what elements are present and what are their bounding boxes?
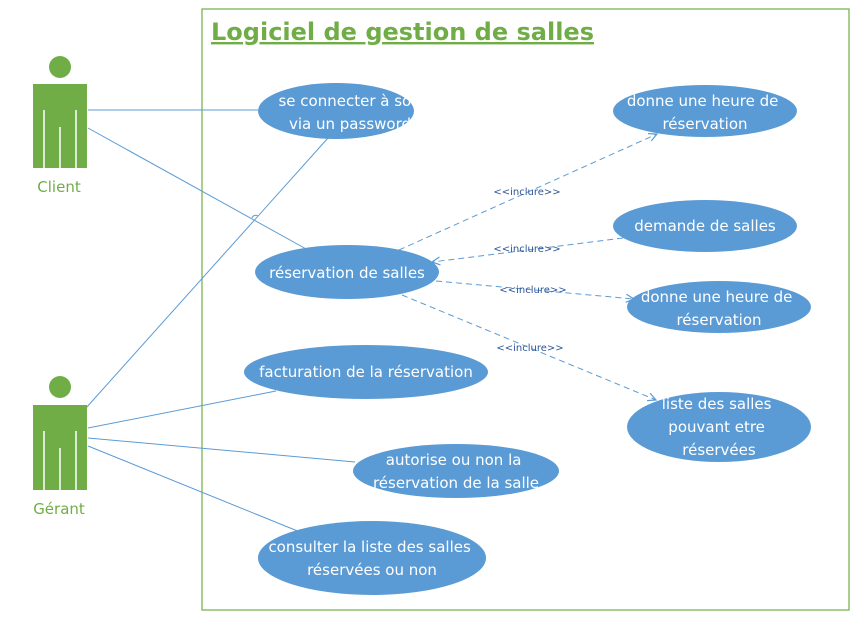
usecase-label: réservation de salles	[269, 264, 425, 282]
association-line	[85, 137, 329, 409]
usecase-shape	[613, 200, 797, 252]
usecase-shape	[627, 281, 811, 333]
association-line	[87, 445, 301, 533]
usecase-consulter[interactable]: consulter la liste des salles réservées …	[258, 521, 486, 595]
usecase-label-line: réservées ou non	[307, 561, 437, 579]
line-crossing-hop	[251, 214, 259, 219]
usecase-shape	[613, 85, 797, 137]
usecase-label-line: se connecter à son	[278, 92, 420, 110]
usecase-label-line: via un password	[289, 115, 411, 133]
actor-head	[49, 376, 71, 398]
usecase-label-line: donne une heure de	[627, 92, 779, 110]
usecase-label-line: réservées	[682, 441, 756, 459]
include-label: <<inclure>>	[493, 187, 560, 198]
include-relations: <<inclure>> <<inclure>> <<inclure>> <<inclu…	[398, 134, 657, 400]
include-label: <<inclure>>	[499, 285, 566, 296]
actor-gerant[interactable]: Gérant	[33, 376, 87, 518]
system-boundary	[201, 8, 850, 611]
usecase-shape	[258, 521, 486, 595]
actor-client[interactable]: Client	[33, 56, 87, 196]
usecase-label: se connecter à son via un password	[278, 92, 425, 133]
usecase-reservation[interactable]: réservation de salles	[255, 245, 439, 299]
actor-head	[49, 56, 71, 78]
association-line	[87, 437, 356, 463]
usecase-label-line: réservation	[676, 311, 761, 329]
include-label: <<inclure>>	[496, 343, 563, 354]
usecase-label: autorise ou non la réservation de la sal…	[373, 451, 539, 492]
usecase-label: demande de salles	[634, 217, 776, 235]
usecase-label-line: réservation de la salle	[373, 474, 539, 492]
usecase-connect[interactable]: se connecter à son via un password	[258, 83, 426, 139]
usecase-shape	[258, 83, 414, 139]
include-line	[435, 280, 634, 299]
usecase-label-line: liste des salles	[662, 395, 772, 413]
usecase-shape	[627, 392, 811, 462]
usecase-shape	[353, 444, 559, 498]
usecase-heure-1[interactable]: donne une heure de réservation	[613, 85, 797, 137]
system-title: Logiciel de gestion de salles	[211, 18, 594, 46]
usecase-label-line: demande de salles	[634, 217, 776, 235]
association-lines	[85, 109, 356, 533]
usecase-label-line: facturation de la réservation	[259, 363, 473, 381]
usecase-label-line: autorise ou non la	[386, 451, 522, 469]
usecase-label-line: pouvant etre	[668, 418, 765, 436]
association-line	[87, 127, 309, 251]
usecase-label-line: réservation	[662, 115, 747, 133]
usecase-label: liste des salles pouvant etre réservées	[662, 395, 777, 459]
actor-label: Gérant	[33, 500, 85, 518]
usecase-label-line: réservation de salles	[269, 264, 425, 282]
include-label: <<inclure>>	[493, 244, 560, 255]
usecase-demande[interactable]: demande de salles	[613, 200, 797, 252]
usecase-shape	[255, 245, 439, 299]
include-line	[401, 294, 656, 400]
usecase-label-line: donne une heure de	[641, 288, 793, 306]
usecase-label: donne une heure de réservation	[641, 288, 797, 329]
usecase-label: facturation de la réservation	[259, 363, 473, 381]
usecase-liste[interactable]: liste des salles pouvant etre réservées	[627, 392, 811, 462]
association-line	[87, 390, 277, 429]
include-line	[398, 134, 657, 251]
usecase-label: donne une heure de réservation	[627, 92, 783, 133]
usecase-label: consulter la liste des salles réservées …	[268, 538, 475, 579]
include-line	[432, 237, 624, 262]
usecase-label-line: consulter la liste des salles	[268, 538, 471, 556]
usecase-facturation[interactable]: facturation de la réservation	[244, 345, 488, 399]
usecase-heure-2[interactable]: donne une heure de réservation	[627, 281, 811, 333]
usecase-autorise[interactable]: autorise ou non la réservation de la sal…	[353, 444, 559, 498]
usecase-shape	[244, 345, 488, 399]
actor-label: Client	[37, 178, 81, 196]
